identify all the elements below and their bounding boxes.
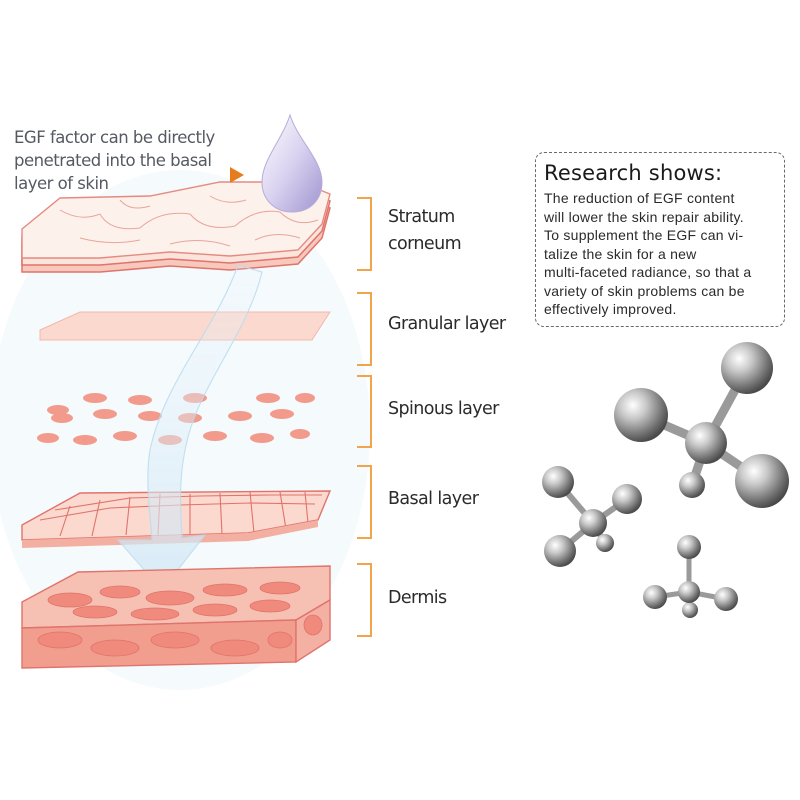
research-body: The reduction of EGF content will lower … (544, 189, 777, 319)
label-line: Dermis (388, 588, 447, 608)
label-basal-layer: Basal layer (388, 486, 479, 513)
research-line: variety of skin problems can be (544, 282, 745, 299)
label-line: Spinous layer (388, 399, 499, 419)
water-droplet-icon (261, 113, 323, 213)
bracket-basal (357, 465, 372, 539)
label-dermis: Dermis (388, 585, 447, 612)
molecule-icon (542, 342, 789, 618)
research-title: Research shows: (544, 161, 723, 185)
bracket-dermis (357, 563, 372, 637)
bracket-stratum-corneum (357, 197, 372, 271)
research-callout: Research shows: The reduction of EGF con… (535, 152, 785, 327)
label-line: Stratum (388, 207, 455, 227)
dermis-layer (21, 565, 331, 669)
label-line: corneum (388, 234, 462, 254)
research-line: The reduction of EGF content (544, 190, 735, 206)
research-line: To supplement the EGF can vi- (544, 227, 744, 243)
label-granular-layer: Granular layer (388, 311, 506, 338)
research-line: effectively improved. (544, 301, 677, 317)
label-spinous-layer: Spinous layer (388, 396, 499, 423)
down-arrow-icon (116, 264, 263, 591)
pointer-arrow-icon (230, 167, 244, 183)
egf-note-line: penetrated into the basal (14, 151, 212, 170)
egf-note-line: EGF factor can be directly (14, 128, 215, 147)
stratum-corneum-layer (21, 181, 331, 273)
research-line: multi-faceted radiance, so that a (544, 264, 752, 280)
label-line: Granular layer (388, 314, 506, 334)
research-line: will lower the skin repair ability. (544, 208, 744, 225)
layer-brackets (357, 197, 372, 637)
bracket-granular (357, 292, 372, 366)
research-line: talize the skin for a new (544, 245, 697, 262)
label-stratum-corneum: Stratum corneum (388, 204, 462, 258)
bracket-spinous (357, 375, 372, 448)
label-line: Basal layer (388, 489, 479, 509)
egf-note-line: layer of skin (14, 174, 109, 193)
egf-note: EGF factor can be directly penetrated in… (14, 126, 244, 195)
granular-layer (39, 311, 331, 341)
